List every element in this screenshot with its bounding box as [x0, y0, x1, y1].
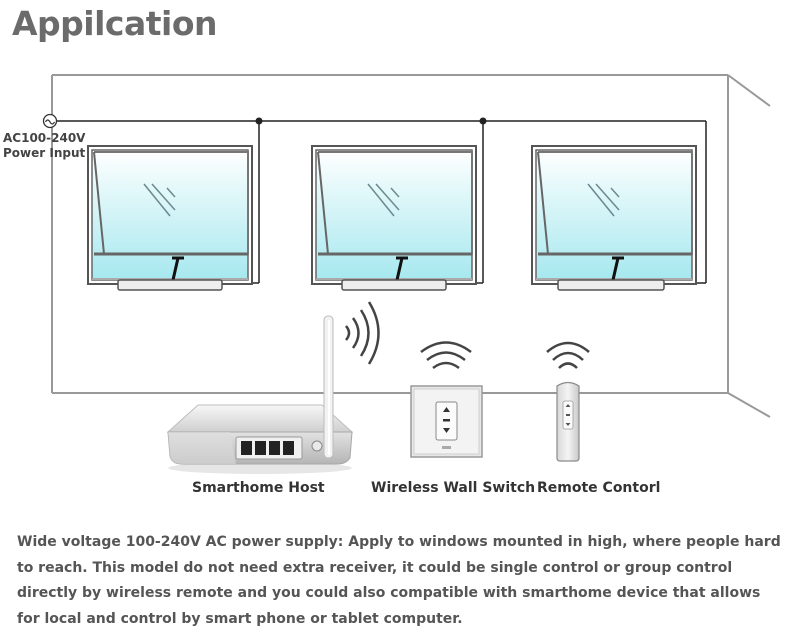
window-1 — [87, 145, 253, 291]
remote-control-icon — [546, 341, 590, 462]
page-title: Appilcation — [12, 4, 218, 43]
junction-dot — [479, 117, 487, 125]
room-outline — [51, 74, 771, 418]
description-text: Wide voltage 100-240V AC power supply: A… — [17, 534, 781, 627]
window-2 — [311, 145, 477, 291]
junction-dot — [255, 117, 263, 125]
router-icon — [166, 301, 380, 474]
power-wiring — [56, 120, 707, 284]
wall-switch-label: Wireless Wall Switch — [371, 480, 536, 496]
ac-source-icon — [42, 113, 58, 129]
remote-control-label: Remote Contorl — [537, 480, 661, 496]
power-input-label: Power Input — [3, 146, 86, 160]
wall-switch-icon — [410, 341, 483, 458]
smarthome-host-label: Smarthome Host — [192, 480, 325, 496]
power-input-voltage: AC100-240V — [3, 131, 86, 145]
window-3 — [531, 145, 697, 291]
